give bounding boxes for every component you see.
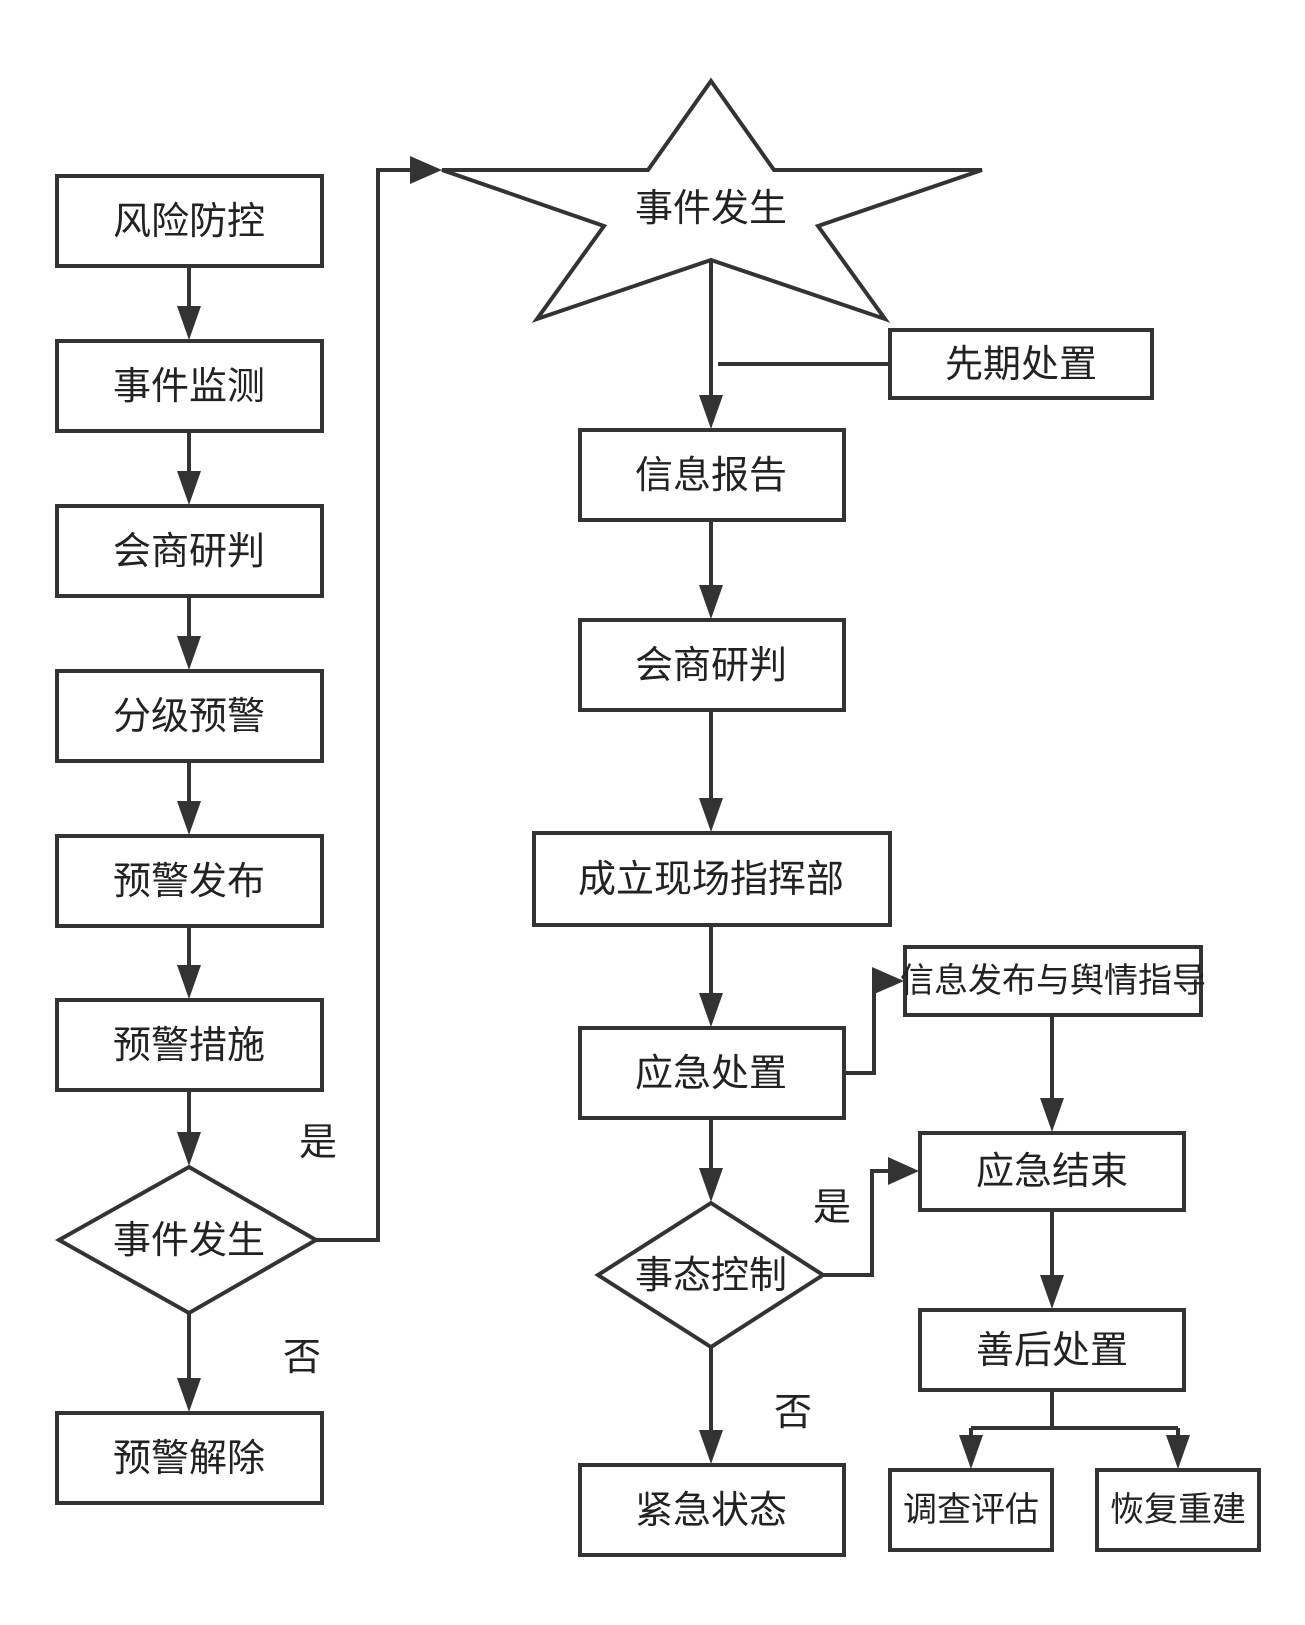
right-yes-label: 是 <box>813 1185 851 1229</box>
decision-situation-control-label: 事态控制 <box>635 1253 787 1297</box>
node-warning-release: 预警发布 <box>55 834 324 928</box>
node-emergency-end: 应急结束 <box>918 1131 1186 1212</box>
node-risk-control-label: 风险防控 <box>113 199 265 243</box>
node-field-command: 成立现场指挥部 <box>532 831 892 927</box>
left-connectors <box>177 156 442 1412</box>
node-event-monitoring: 事件监测 <box>55 339 324 433</box>
left-no-label: 否 <box>283 1335 321 1379</box>
node-aftermath-label: 善后处置 <box>976 1328 1128 1372</box>
node-risk-control: 风险防控 <box>55 174 324 268</box>
node-graded-warning-label: 分级预警 <box>113 694 265 738</box>
node-emergency-end-label: 应急结束 <box>976 1149 1128 1193</box>
node-info-report-label: 信息报告 <box>635 453 787 497</box>
left-yes-label: 是 <box>299 1120 337 1164</box>
node-consultation-right-label: 会商研判 <box>635 643 787 687</box>
node-warning-measures-label: 预警措施 <box>113 1023 265 1067</box>
node-emergency-state-label: 紧急状态 <box>635 1488 787 1532</box>
node-warning-release-label: 预警发布 <box>113 859 265 903</box>
node-event-monitoring-label: 事件监测 <box>113 364 265 408</box>
decision-situation-control: 事态控制 <box>594 1200 827 1350</box>
node-recovery-label: 恢复重建 <box>1110 1490 1246 1530</box>
node-info-release: 信息发布与舆情指导 <box>900 945 1206 1017</box>
node-warning-lifted: 预警解除 <box>55 1411 324 1505</box>
right-connectors <box>699 260 1190 1469</box>
node-info-release-label: 信息发布与舆情指导 <box>900 961 1206 1001</box>
node-graded-warning: 分级预警 <box>55 669 324 763</box>
node-emergency-state: 紧急状态 <box>578 1463 846 1557</box>
node-emergency-disposal-label: 应急处置 <box>635 1051 787 1095</box>
node-consultation-left: 会商研判 <box>55 504 324 598</box>
star-event-occurs-label: 事件发生 <box>635 186 787 230</box>
node-recovery: 恢复重建 <box>1095 1468 1261 1552</box>
decision-event-occurs: 事件发生 <box>54 1164 321 1316</box>
node-field-command-label: 成立现场指挥部 <box>578 857 844 901</box>
node-investigation-label: 调查评估 <box>903 1490 1039 1530</box>
decision-event-occurs-label: 事件发生 <box>113 1218 265 1262</box>
node-investigation: 调查评估 <box>888 1468 1054 1552</box>
node-info-report: 信息报告 <box>578 428 846 522</box>
node-warning-lifted-label: 预警解除 <box>113 1436 265 1480</box>
node-initial-disposal-label: 先期处置 <box>945 342 1097 386</box>
node-emergency-disposal: 应急处置 <box>578 1026 846 1120</box>
right-no-label: 否 <box>774 1390 812 1434</box>
node-aftermath: 善后处置 <box>918 1308 1186 1392</box>
node-consultation-right: 会商研判 <box>578 618 846 712</box>
node-consultation-left-label: 会商研判 <box>113 529 265 573</box>
node-initial-disposal: 先期处置 <box>888 328 1154 400</box>
node-warning-measures: 预警措施 <box>55 998 324 1092</box>
